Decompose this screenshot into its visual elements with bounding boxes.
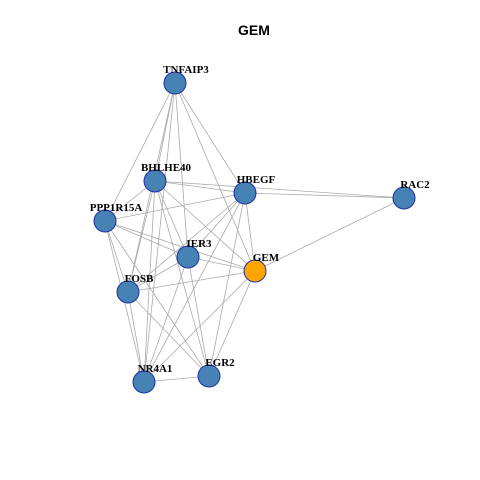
edge-tnfaip3-ier3 <box>174 82 189 258</box>
node-ppp1r15a <box>93 209 117 233</box>
node-layer <box>93 71 416 394</box>
graph-title: GEM <box>238 22 270 38</box>
node-label-fosb: FOSB <box>125 273 154 285</box>
edge-bhlhe40-ier3 <box>154 180 189 258</box>
edge-hbegf-rac2 <box>244 192 405 199</box>
edge-ppp1r15a-ier3 <box>104 220 189 258</box>
edge-fosb-egr2 <box>127 291 210 377</box>
node-hbegf <box>233 181 257 205</box>
edge-fosb-nr4a1 <box>127 291 145 383</box>
node-label-bhlhe40: BHLHE40 <box>141 162 192 174</box>
edge-hbegf-ier3 <box>187 192 246 258</box>
edge-layer <box>104 82 405 383</box>
edge-ier3-fosb <box>127 256 189 293</box>
edge-hbegf-nr4a1 <box>143 192 246 383</box>
node-egr2 <box>197 364 221 388</box>
node-gem <box>243 259 267 283</box>
edge-ier3-egr2 <box>187 256 210 377</box>
node-label-ppp1r15a: PPP1R15A <box>90 202 143 214</box>
node-fosb <box>116 280 140 304</box>
edge-bhlhe40-hbegf <box>154 180 246 194</box>
edge-bhlhe40-rac2 <box>154 180 405 199</box>
edge-tnfaip3-ppp1r15a <box>104 82 176 222</box>
node-label-tnfaip3: TNFAIP3 <box>163 64 209 76</box>
node-label-gem: GEM <box>253 252 280 264</box>
node-label-ier3: IER3 <box>186 238 212 250</box>
node-label-hbegf: HBEGF <box>237 174 276 186</box>
node-label-nr4a1: NR4A1 <box>138 363 173 375</box>
edge-rac2-gem <box>254 197 405 272</box>
edge-ier3-nr4a1 <box>143 256 189 383</box>
edge-gem-egr2 <box>208 270 256 377</box>
edge-ppp1r15a-fosb <box>104 220 129 293</box>
edge-gem-fosb <box>127 270 256 293</box>
node-label-egr2: EGR2 <box>205 357 235 369</box>
edge-bhlhe40-egr2 <box>154 180 210 377</box>
edge-hbegf-gem <box>244 192 256 272</box>
edge-hbegf-ppp1r15a <box>104 192 246 222</box>
edge-tnfaip3-nr4a1 <box>143 82 176 383</box>
node-label-rac2: RAC2 <box>400 179 430 191</box>
edge-gem-nr4a1 <box>143 270 256 383</box>
edge-ppp1r15a-gem <box>104 220 256 272</box>
node-tnfaip3 <box>163 71 187 95</box>
edge-hbegf-egr2 <box>208 192 246 377</box>
edge-tnfaip3-gem <box>174 82 256 272</box>
edge-ppp1r15a-egr2 <box>104 220 210 377</box>
edge-bhlhe40-gem <box>154 180 256 272</box>
node-ier3 <box>176 245 200 269</box>
node-nr4a1 <box>132 370 156 394</box>
node-bhlhe40 <box>143 169 167 193</box>
edge-bhlhe40-nr4a1 <box>143 180 156 383</box>
edge-tnfaip3-hbegf <box>174 82 246 194</box>
edge-hbegf-fosb <box>127 192 246 293</box>
node-rac2 <box>392 186 416 210</box>
